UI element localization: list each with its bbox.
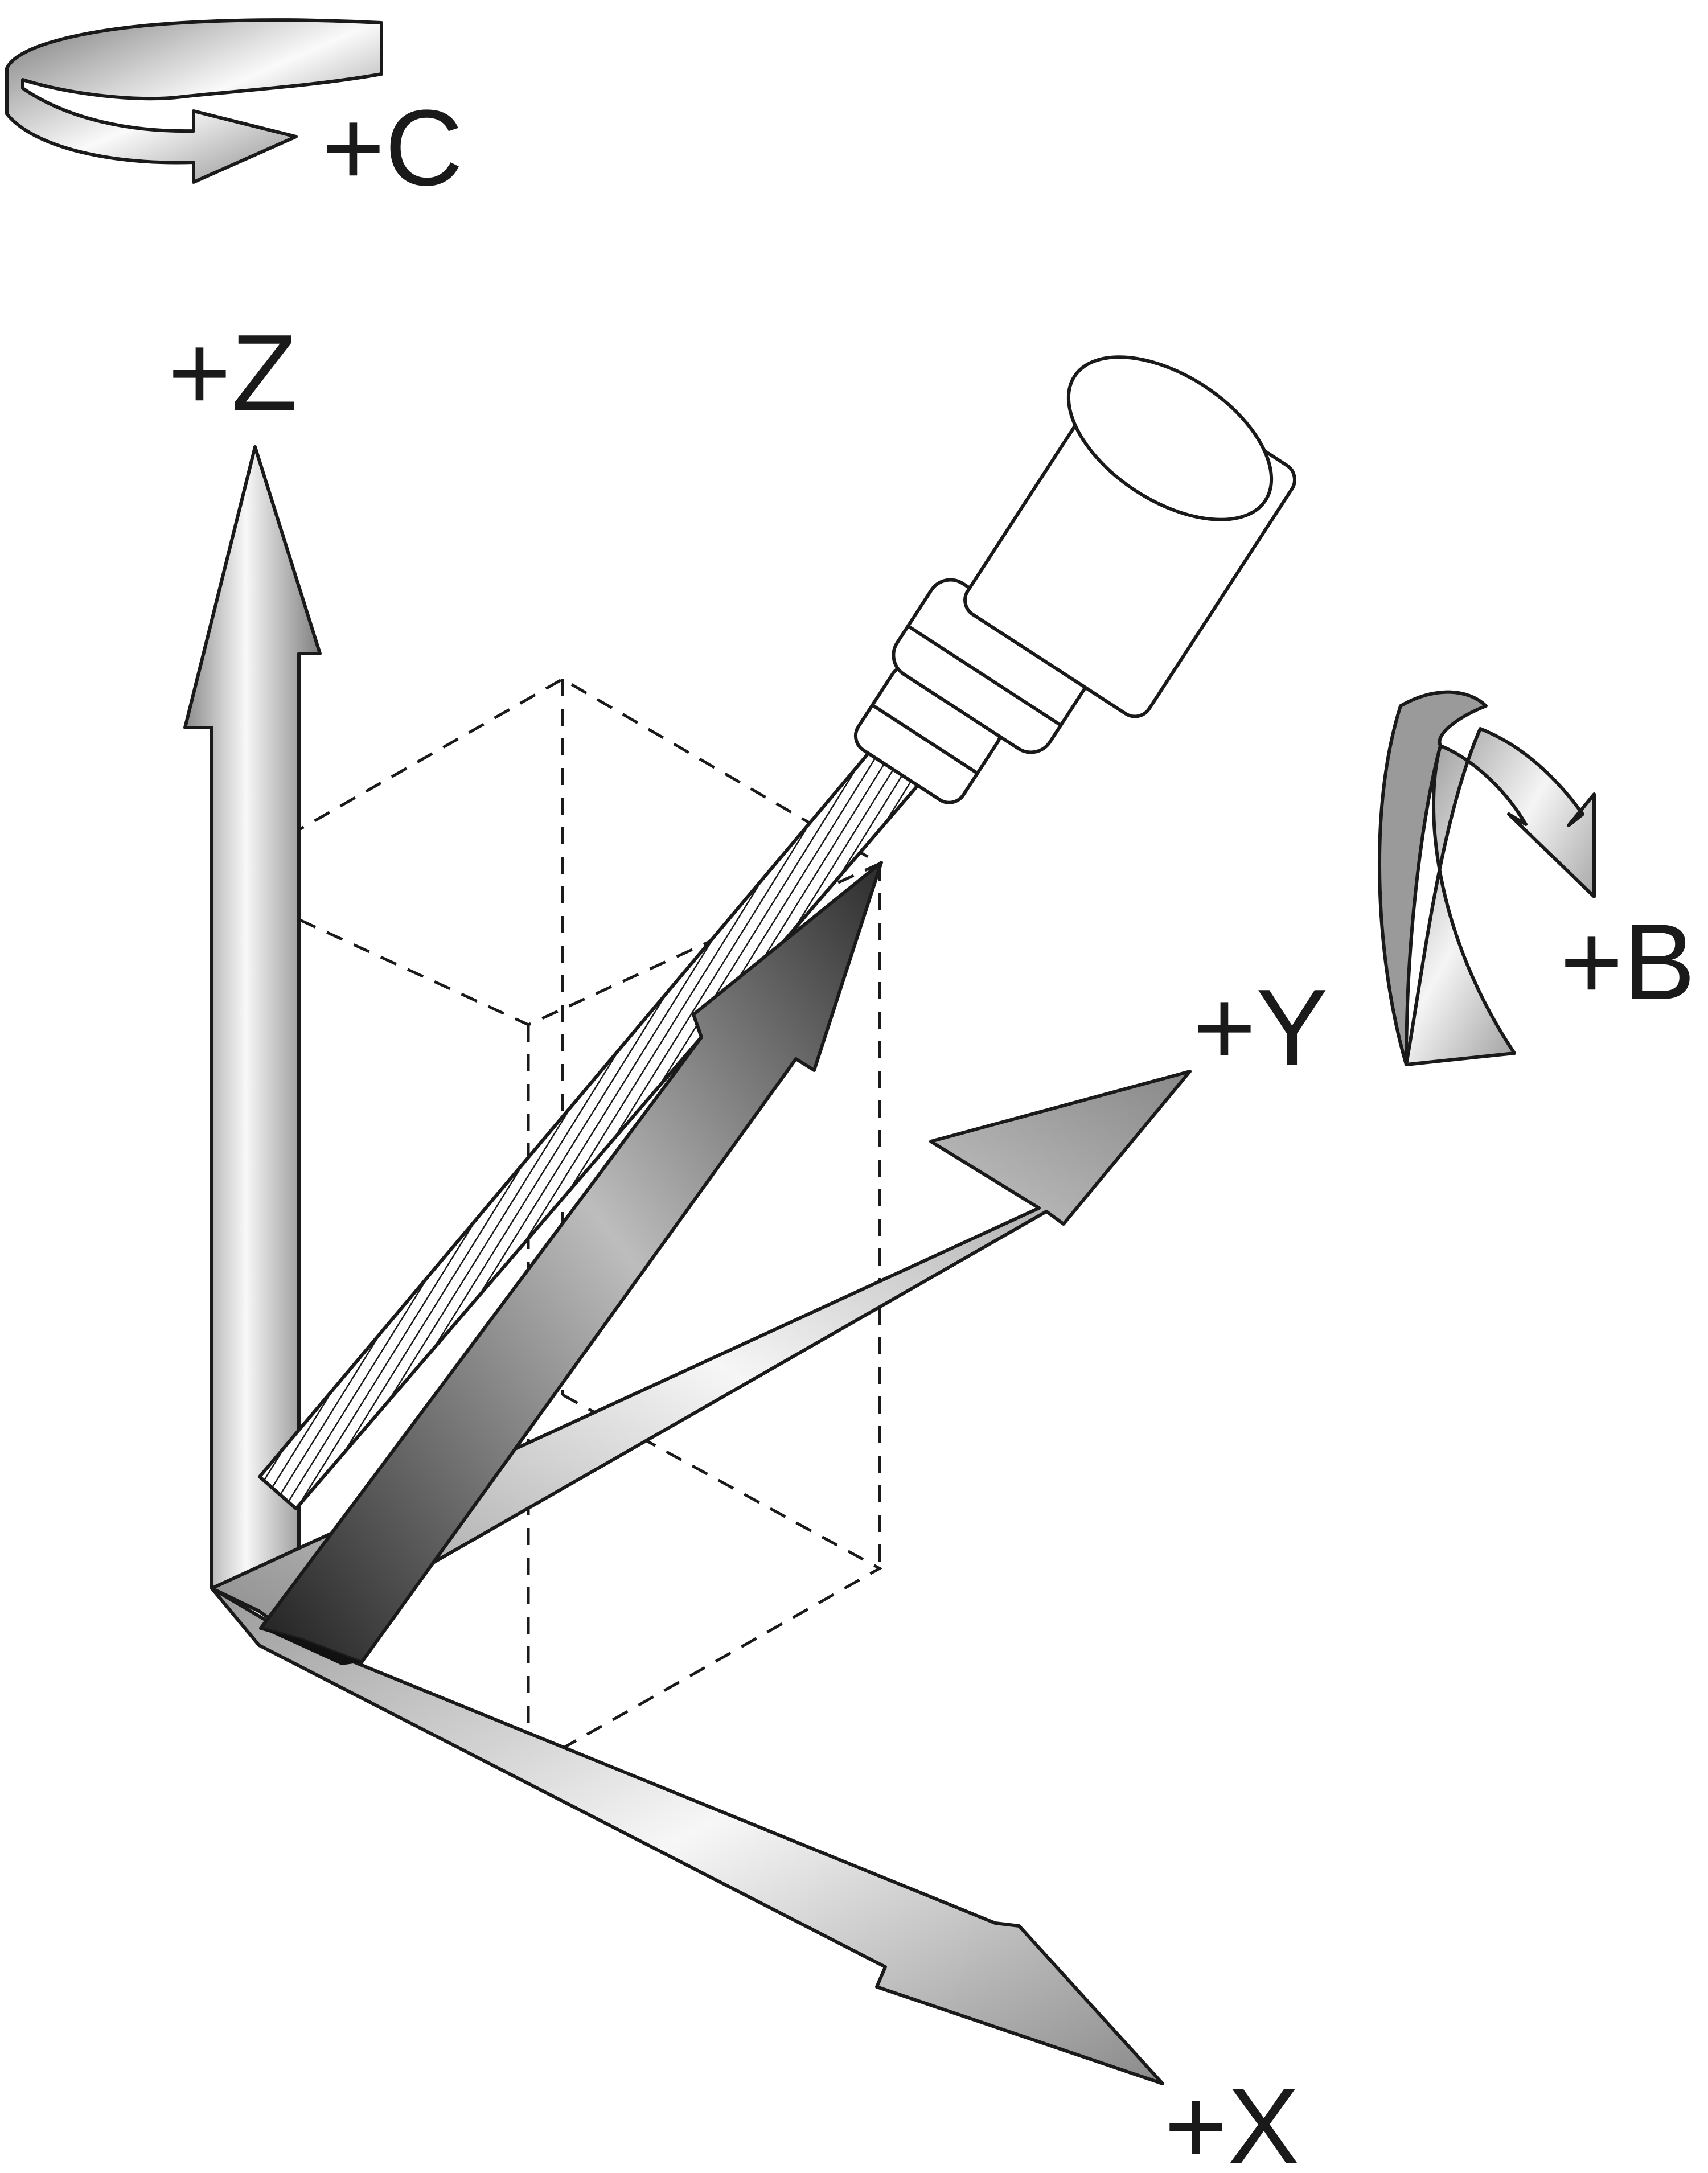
- tool-shank: [258, 750, 925, 1510]
- c-rotation-arrow: [5, 18, 383, 184]
- shank-hatch-line: [892, 751, 923, 1509]
- tool-vector-arrow: [259, 861, 883, 1665]
- b-rotation-arrow: [1378, 690, 1596, 1066]
- x-axis-label: +X: [1164, 2066, 1300, 2173]
- spindle-head: [853, 355, 1297, 804]
- shank-hatch-line: [716, 751, 923, 1509]
- z-axis-arrow: [183, 445, 322, 1590]
- shank-hatch-line: [315, 751, 830, 1509]
- x-axis-arrow: [210, 1587, 1164, 2085]
- shank-hatch-line: [328, 751, 843, 1509]
- c-axis-label: +C: [322, 88, 463, 208]
- b-axis-label: +B: [1560, 902, 1695, 1022]
- shank-hatch-line: [904, 751, 923, 1509]
- z-axis-label: +Z: [168, 313, 297, 433]
- y-axis-label: +Y: [1193, 967, 1328, 1088]
